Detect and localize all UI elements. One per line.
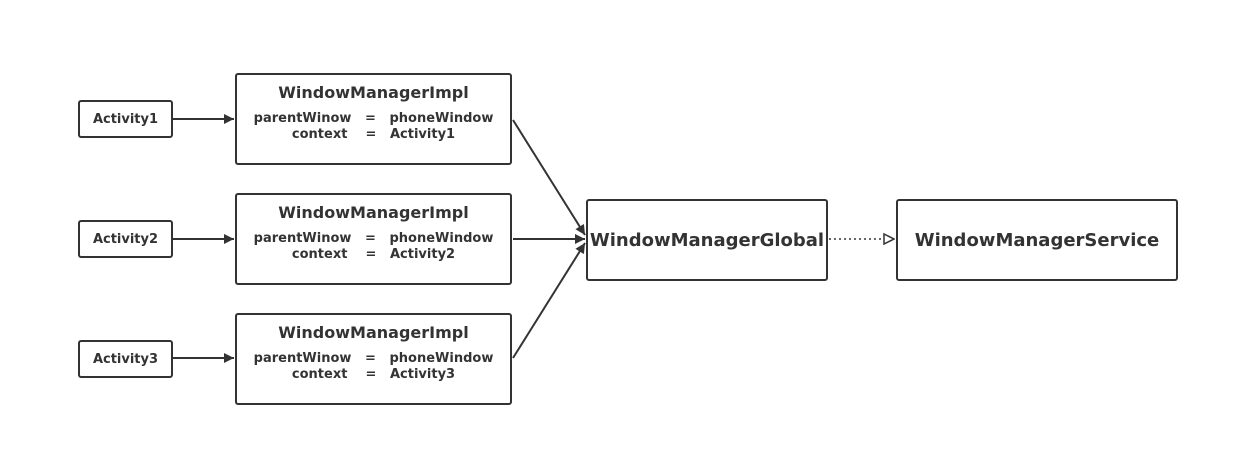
impl3-context-line: context = Activity3 [291,367,456,382]
activity1-label: Activity1 [92,111,159,127]
window-manager-impl-2-box[interactable]: WindowManagerImpl parentWinow = phoneWin… [235,193,512,285]
activity3-box[interactable]: Activity3 [78,340,173,378]
impl3-parent-window-line: parentWinow = phoneWindow [253,351,494,366]
window-manager-impl-3-box[interactable]: WindowManagerImpl parentWinow = phoneWin… [235,313,512,405]
window-manager-service-box[interactable]: WindowManagerService [896,199,1178,281]
activity3-label: Activity3 [92,351,159,367]
window-manager-global-box[interactable]: WindowManagerGlobal [586,199,828,281]
activity2-label: Activity2 [92,231,159,247]
impl2-title: WindowManagerImpl [278,203,469,222]
arrow-impl3-to-global [512,242,586,359]
impl2-context-line: context = Activity2 [291,247,456,262]
window-manager-impl-1-box[interactable]: WindowManagerImpl parentWinow = phoneWin… [235,73,512,165]
arrow-impl1-to-global [512,119,586,236]
impl2-parent-window-line: parentWinow = phoneWindow [253,231,494,246]
activity2-box[interactable]: Activity2 [78,220,173,258]
impl1-title: WindowManagerImpl [278,83,469,102]
impl1-context-line: context = Activity1 [291,127,456,142]
activity1-box[interactable]: Activity1 [78,100,173,138]
impl3-title: WindowManagerImpl [278,323,469,342]
window-manager-global-label: WindowManagerGlobal [589,229,825,251]
impl1-parent-window-line: parentWinow = phoneWindow [253,111,494,126]
window-manager-service-label: WindowManagerService [914,229,1160,251]
